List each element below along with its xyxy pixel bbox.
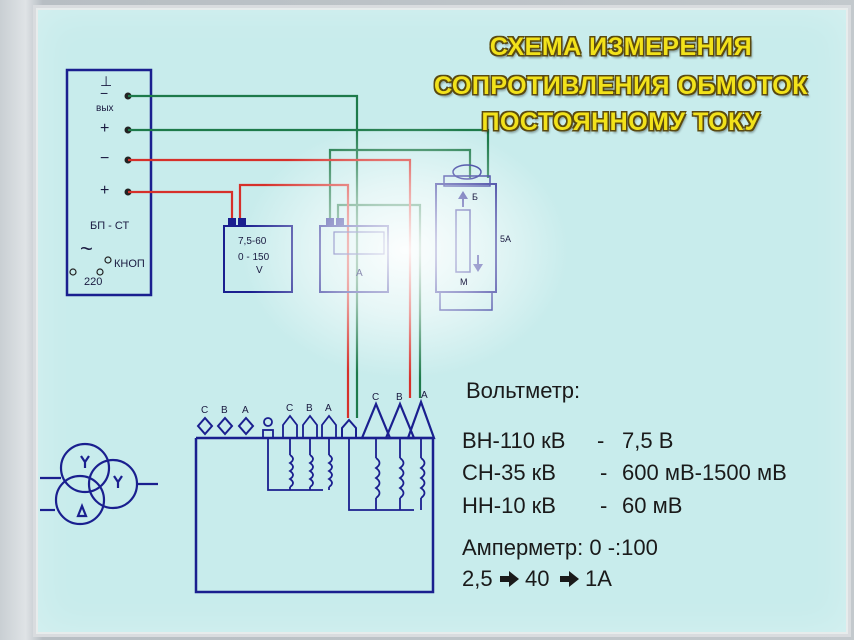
winding-mv-value: 600 мВ-1500 мВ (622, 460, 787, 485)
ammeter-scale (333, 231, 385, 255)
shunt-box (435, 183, 497, 293)
ammeter-terminal (336, 218, 344, 226)
title-line-1: СХЕМА ИЗМЕРЕНИЯ (489, 33, 753, 61)
shunt-bottom-label: М (460, 277, 468, 287)
bushing-pentagon (302, 414, 318, 439)
voltmeter-heading: Вольтметр: (466, 378, 581, 403)
ammeter-box (319, 225, 389, 293)
button-label: КНОП (114, 258, 145, 270)
ac-symbol-icon: ~ (80, 236, 93, 261)
green-wire (336, 203, 422, 398)
winding-hv-value: 7,5 В (622, 428, 674, 453)
winding-hv-label: ВН-110 кВ (462, 428, 566, 453)
mains-voltage-label: 220 (84, 276, 103, 288)
green-wire (128, 128, 490, 178)
power-supply-name: БП - СТ (90, 220, 130, 232)
terminal-letter: В (306, 403, 313, 414)
bushing-small (341, 418, 357, 439)
power-supply-box (65, 68, 153, 297)
ammeter-range-1: 2,5 (462, 566, 493, 591)
plus-terminal-label: + (100, 182, 110, 199)
shunt-slot (455, 209, 471, 273)
bushing-pentagon (321, 414, 337, 439)
terminal-letter: А (242, 405, 249, 416)
bushing-diamond (237, 416, 255, 436)
shunt-base (439, 291, 493, 311)
voltmeter-terminal (238, 218, 246, 226)
button-ring (104, 256, 112, 264)
minus-terminal-label: − (100, 150, 110, 167)
terminal-letter: А (421, 390, 428, 401)
ammeter-range-2: 40 (525, 566, 550, 591)
bushing-diamond (196, 416, 214, 436)
output-minus-label: − (100, 85, 109, 101)
ammeter-range-3: 1А (585, 566, 612, 591)
winding-mv-label: СН-35 кВ (462, 460, 556, 485)
dash: - (597, 428, 605, 453)
red-wire (128, 190, 234, 218)
bushing-pentagon (282, 414, 298, 439)
terminal-ring (69, 268, 77, 276)
high-voltage-windings (348, 438, 426, 511)
transformer-symbol (40, 442, 158, 526)
winding-lv-value: 60 мВ (622, 493, 683, 518)
voltmeter-terminal (228, 218, 236, 226)
shunt-top-label: Б (472, 192, 478, 202)
terminal-letter: А (325, 403, 332, 414)
bushing-triangle (360, 401, 392, 440)
shunt-knob (452, 164, 482, 180)
dash: - (600, 460, 608, 485)
ammeter-heading: Амперметр: 0 -:100 (462, 535, 658, 560)
down-arrow-icon (473, 264, 483, 272)
terminal-letter: С (201, 405, 209, 416)
output-label: вых (96, 103, 114, 114)
ground-terminal-label: ⊥ (100, 73, 113, 89)
shunt-side-label: 5А (500, 234, 512, 244)
ammeter-terminal (326, 218, 334, 226)
terminal-letter: В (221, 405, 228, 416)
dash: - (600, 493, 608, 518)
voltmeter-range: 7,5-60 (238, 236, 267, 247)
winding-lv-label: НН-10 кВ (462, 493, 556, 518)
medium-voltage-windings (267, 438, 333, 491)
up-arrow-icon (458, 191, 468, 199)
terminal-letter: С (372, 392, 380, 403)
bushing-diamond (216, 416, 234, 436)
terminal-letter: В (396, 392, 403, 403)
plus-terminal-label: + (100, 120, 110, 137)
title-line-3: ПОСТОЯННОМУ ТОКУ (481, 108, 761, 136)
voltmeter-unit: V (256, 265, 263, 276)
ammeter-unit: A (356, 268, 363, 279)
voltmeter-scale: 0 - 150 (238, 252, 270, 263)
neutral-terminal (263, 417, 273, 427)
red-wire (128, 158, 412, 398)
title-line-2: СОПРОТИВЛЕНИЯ ОБМОТОК (433, 72, 808, 100)
terminal-ring (96, 268, 104, 276)
terminal-letter: С (286, 403, 294, 414)
transformer-tank (194, 438, 435, 594)
